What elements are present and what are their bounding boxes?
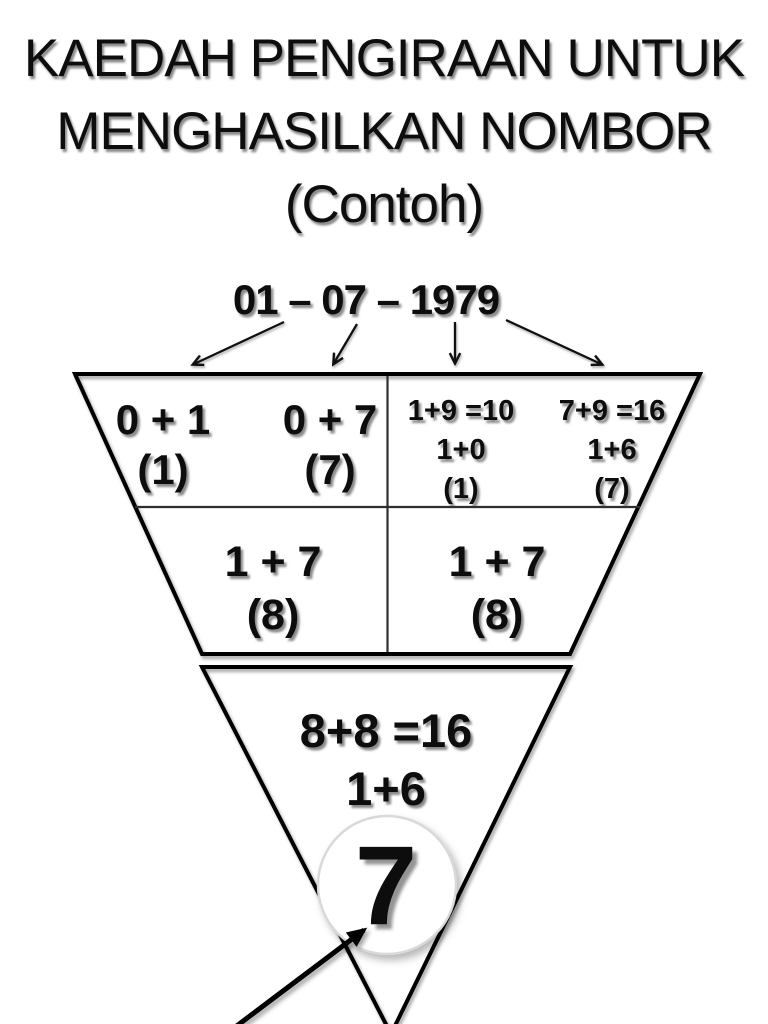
cell-row2-left: 1 + 7 (8)	[225, 536, 322, 642]
cell-row2-right-expr: 1 + 7	[448, 538, 546, 586]
cell-year-left: 1+9 =10 1+0 (1)	[408, 392, 514, 509]
funnel-triangle	[198, 665, 574, 1024]
title-line-2: MENGHASILKAN NOMBOR	[56, 102, 712, 161]
cell-row2-left-expr: 1 + 7	[224, 538, 322, 586]
cell-year-left-mid: 1+0	[436, 434, 486, 466]
title-line-3: (Contoh)	[284, 175, 484, 234]
cell-month-expr: 0 + 7	[282, 396, 378, 443]
cell-year-right: 7+9 =16 1+6 (7)	[559, 392, 665, 509]
cell-year-right-mid: 1+6	[587, 434, 637, 466]
page-title: KAEDAH PENGIRAAN UNTUK MENGHASILKAN NOMB…	[0, 22, 768, 241]
date-label: 01 – 07 – 1979	[232, 276, 500, 323]
title-line-1: KAEDAH PENGIRAAN UNTUK	[23, 29, 745, 88]
cell-year-right-result: (7)	[594, 473, 630, 505]
cell-row2-left-result: (8)	[246, 591, 300, 639]
cell-row2-right-result: (8)	[470, 591, 524, 639]
cell-day-result: (1)	[137, 446, 189, 493]
cell-day-expr: 0 + 1	[115, 396, 211, 443]
cell-apex-expr: 8+8 =16	[299, 704, 473, 757]
cell-apex: 8+8 =16 1+6	[300, 702, 473, 818]
cell-year-left-expr: 1+9 =10	[407, 395, 515, 427]
result-arrow	[235, 927, 368, 1024]
cell-month: 0 + 7 (7)	[283, 395, 378, 495]
date-arrow-1	[194, 320, 285, 364]
cell-year-left-result: (1)	[443, 473, 479, 505]
result-circle	[316, 814, 458, 956]
final-number: 7	[354, 823, 418, 948]
date-arrow-4	[505, 318, 601, 364]
date-arrow-2	[334, 323, 358, 363]
cell-day: 0 + 1 (1)	[116, 395, 211, 495]
cell-month-result: (7)	[304, 446, 356, 493]
date-arrows	[194, 318, 601, 364]
cell-year-right-expr: 7+9 =16	[558, 395, 666, 427]
funnel-trapezoid	[71, 372, 704, 656]
cell-row2-right: 1 + 7 (8)	[449, 536, 546, 642]
cell-apex-mid: 1+6	[346, 762, 426, 815]
